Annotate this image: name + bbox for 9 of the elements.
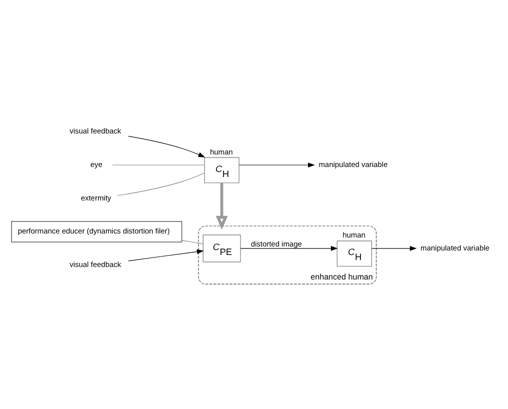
arrow [238,162,315,167]
arrow [372,246,417,250]
connector [116,172,205,196]
arrow [128,135,206,157]
arrow [128,248,204,261]
arrow [216,182,228,230]
arrow [240,246,338,250]
connector [112,164,205,165]
connector [182,240,204,244]
